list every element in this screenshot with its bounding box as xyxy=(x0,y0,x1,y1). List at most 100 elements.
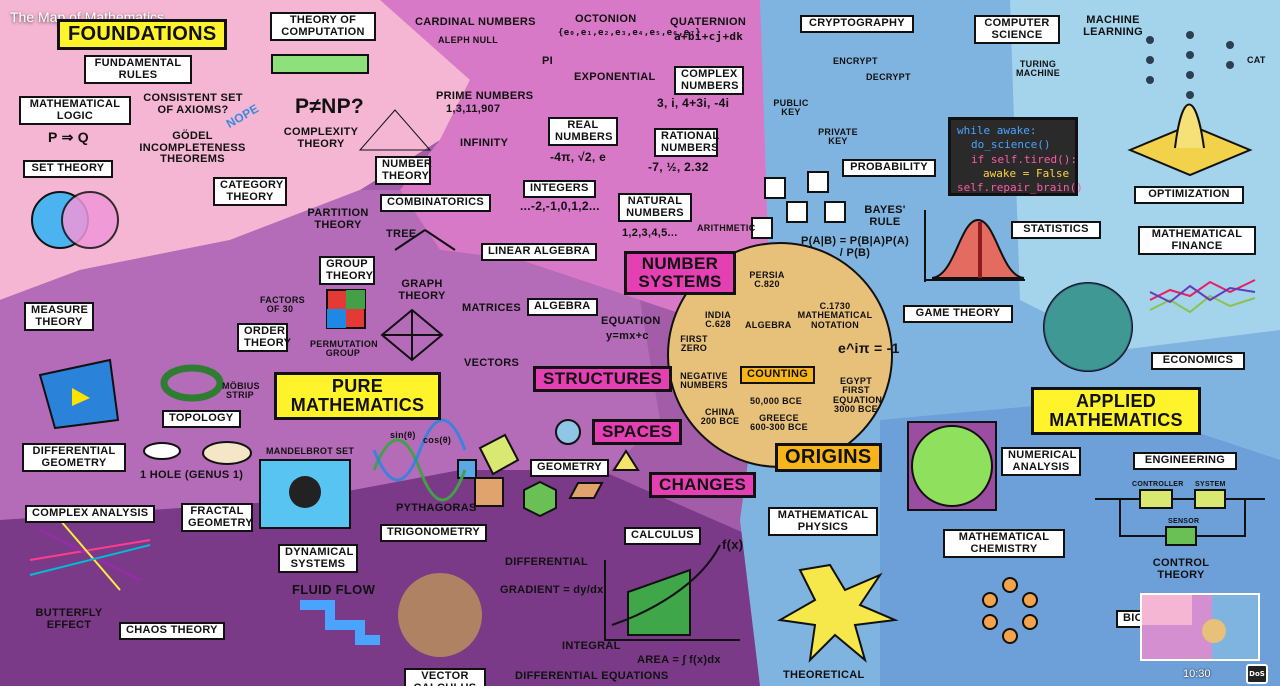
label-fractal-geometry: FRACTAL GEOMETRY xyxy=(181,503,253,533)
label-controller: CONTROLLER xyxy=(1132,481,1184,488)
label-dynamical-systems: DYNAMICAL SYSTEMS xyxy=(278,544,358,574)
label-complex-analysis: COMPLEX ANALYSIS xyxy=(25,505,156,523)
label-theoretical: THEORETICAL xyxy=(783,669,865,681)
label-integer-examples: ...-2,-1,0,1,2... xyxy=(520,199,600,213)
label-cat: CAT xyxy=(1247,55,1266,65)
label-numerical-analysis: NUMERICAL ANALYSIS xyxy=(1001,447,1081,477)
label-vectors: VECTORS xyxy=(464,357,520,369)
label-turing-machine: TURING MACHINE xyxy=(1015,59,1061,79)
label-butterfly-effect: BUTTERFLY EFFECT xyxy=(35,607,103,631)
region-pure-mathematics: PURE MATHEMATICS xyxy=(274,372,441,420)
label-p-implies-q: P ⇒ Q xyxy=(48,129,89,145)
label-group-theory: GROUP THEORY xyxy=(319,256,375,286)
label-pythagoras: PYTHAGORAS xyxy=(396,502,477,514)
label-factors-of-30: FACTORS OF 30 xyxy=(260,295,305,315)
label-india: INDIA c.628 xyxy=(705,310,731,330)
label-rational-numbers: RATIONAL NUMBERS xyxy=(654,128,719,158)
label-graph-theory: GRAPH THEORY xyxy=(398,278,446,302)
label-first-zero: FIRST ZERO xyxy=(680,334,708,354)
label-complexity-theory: COMPLEXITY THEORY xyxy=(283,126,359,150)
label-arithmetic: ARITHMETIC xyxy=(697,223,756,233)
label-probability: PROBABILITY xyxy=(842,159,936,177)
label-one-hole: 1 HOLE (GENUS 1) xyxy=(140,469,244,481)
label-real-examples: -4π, √2, e xyxy=(550,150,607,164)
label-mobius-strip: MÖBIUS STRIP xyxy=(222,381,260,401)
label-bayes-rule: BAYES' RULE xyxy=(864,204,906,228)
label-consistent-axioms: CONSISTENT SET OF AXIOMS? xyxy=(143,92,243,116)
label-trigonometry: TRIGONOMETRY xyxy=(380,524,488,542)
label-theory-of-computation: THEORY OF COMPUTATION xyxy=(270,12,376,42)
label-50000-bce: 50,000 BCE xyxy=(750,396,803,406)
label-fx: f(x) xyxy=(722,537,744,552)
label-mathematical-logic: MATHEMATICAL LOGIC xyxy=(19,96,131,126)
label-engineering: ENGINEERING xyxy=(1133,452,1237,470)
label-vector-calculus: VECTOR CALCULUS xyxy=(404,668,486,686)
label-cryptography: CRYPTOGRAPHY xyxy=(800,15,914,33)
label-statistics: STATISTICS xyxy=(1011,221,1101,239)
label-octonion: OCTONION xyxy=(575,13,637,25)
label-gradient: GRADIENT = dy/dx xyxy=(500,584,604,596)
label-control-theory: CONTROL THEORY xyxy=(1152,557,1210,581)
label-system: SYSTEM xyxy=(1195,481,1226,488)
code-line-2: do_science() xyxy=(971,138,1051,152)
label-integers: INTEGERS xyxy=(523,180,596,198)
label-greece: GREECE 600-300 BCE xyxy=(750,413,808,433)
label-measure-theory: MEASURE THEORY xyxy=(24,302,94,332)
region-number-systems: NUMBER SYSTEMS xyxy=(624,251,736,295)
label-pi: PI xyxy=(542,55,553,67)
label-order-theory: ORDER THEORY xyxy=(237,323,291,353)
code-panel: while awake: do_science() if self.tired(… xyxy=(948,117,1083,196)
label-differential-geometry: DIFFERENTIAL GEOMETRY xyxy=(22,443,126,473)
label-persia: PERSIA c.820 xyxy=(749,270,785,290)
label-machine-learning: MACHINE LEARNING xyxy=(1083,14,1143,38)
label-natural-examples: 1,2,3,4,5... xyxy=(622,227,678,239)
label-notation: c.1730 MATHEMATICAL NOTATION xyxy=(797,301,873,330)
label-mathematical-chemistry: MATHEMATICAL CHEMISTRY xyxy=(943,529,1065,559)
label-fluid-flow: FLUID FLOW xyxy=(292,582,376,597)
thumbnail-preview[interactable] xyxy=(1140,593,1260,661)
label-rational-examples: -7, ½, 2.32 xyxy=(648,160,709,174)
code-line-4: awake = False xyxy=(983,166,1070,180)
label-negative-numbers: NEGATIVE NUMBERS xyxy=(680,371,728,391)
label-mathematical-physics: MATHEMATICAL PHYSICS xyxy=(768,507,878,537)
label-cos: cos(θ) xyxy=(423,435,452,445)
channel-badge: DoS xyxy=(1246,664,1268,684)
label-aleph-null: ALEPH NULL xyxy=(438,35,498,45)
label-prime-examples: 1,3,11,907 xyxy=(446,103,501,115)
label-prime-numbers: PRIME NUMBERS xyxy=(436,90,534,102)
label-calculus: CALCULUS xyxy=(624,527,701,545)
label-sin: sin(θ) xyxy=(390,430,416,440)
label-sensor: SENSOR xyxy=(1168,518,1200,525)
label-mathematical-finance: MATHEMATICAL FINANCE xyxy=(1138,226,1256,256)
label-linear-algebra: LINEAR ALGEBRA xyxy=(481,243,598,261)
label-euler: e^iπ = -1 xyxy=(838,340,900,356)
label-quaternion: QUATERNION xyxy=(670,16,747,28)
label-complex-numbers: COMPLEX NUMBERS xyxy=(674,66,744,96)
label-algebra: ALGEBRA xyxy=(527,298,598,316)
label-p-not-np: P≠NP? xyxy=(295,95,365,118)
label-equation-formula: y=mx+c xyxy=(606,330,649,342)
region-structures: STRUCTURES xyxy=(533,366,673,392)
label-bayes-formula: P(A|B) = P(B|A)P(A) / P(B) xyxy=(800,235,910,259)
label-integral: INTEGRAL xyxy=(562,640,621,652)
label-optimization: OPTIMIZATION xyxy=(1134,186,1244,204)
label-game-theory: GAME THEORY xyxy=(903,305,1013,323)
code-line-3: if self.tired(): xyxy=(971,152,1077,166)
label-permutation-group: PERMUTATION GROUP xyxy=(310,339,378,359)
region-changes: CHANGES xyxy=(649,472,757,498)
label-topology: TOPOLOGY xyxy=(162,410,241,428)
label-infinity: INFINITY xyxy=(460,137,509,149)
label-fundamental-rules: FUNDAMENTAL RULES xyxy=(84,55,192,85)
label-geometry: GEOMETRY xyxy=(530,459,609,477)
label-number-theory: NUMBER THEORY xyxy=(375,156,432,186)
region-foundations: FOUNDATIONS xyxy=(57,19,228,50)
region-applied-mathematics: APPLIED MATHEMATICS xyxy=(1031,387,1201,435)
label-china: CHINA 200 BCE xyxy=(700,407,740,427)
timestamp: 10:30 xyxy=(1183,668,1211,680)
label-egypt: EGYPT FIRST EQUATION 3000 BCE xyxy=(833,376,883,415)
label-economics: ECONOMICS xyxy=(1151,352,1245,370)
label-public-key: PUBLIC KEY xyxy=(773,98,809,118)
label-differential-equations: DIFFERENTIAL EQUATIONS xyxy=(515,670,669,682)
label-private-key: PRIVATE KEY xyxy=(818,127,858,147)
